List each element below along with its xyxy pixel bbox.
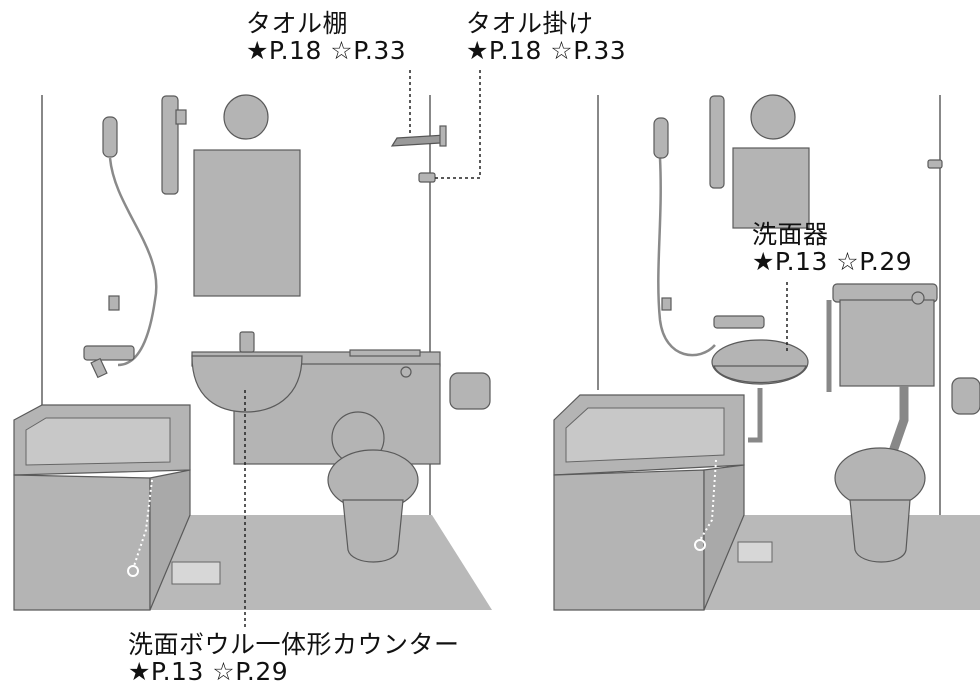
label-washbasin-ref: ★P.13 ☆P.29: [752, 247, 913, 276]
leader-towel-bar: [435, 70, 481, 179]
plug-chain: [133, 479, 153, 567]
shower-hose: [108, 157, 158, 367]
bathtub-side: [149, 469, 191, 611]
r-plug-chain: [699, 459, 717, 541]
bath-spout: [90, 357, 108, 379]
right-bathroom: [553, 94, 980, 611]
r-toilet-pedestal: [849, 499, 911, 563]
grab-rail: [161, 95, 179, 195]
label-towel-bar: タオル掛け ★P.18 ☆P.33: [466, 10, 626, 64]
r-basin-drainpipe: [748, 388, 763, 443]
label-towel-bar-ref: ★P.18 ☆P.33: [466, 36, 627, 65]
label-washbasin-name: 洗面器: [752, 220, 829, 249]
leader-lines: [244, 70, 788, 628]
r-bathtub-apron: [553, 469, 705, 611]
r-towel-bar-icon: [927, 159, 943, 169]
label-integrated-counter-name: 洗面ボウル一体形カウンター: [128, 630, 460, 659]
cabinet-knob: [400, 366, 412, 378]
shower-head-icon: [102, 116, 118, 158]
r-floor-drain: [737, 541, 773, 563]
basin-faucet-icon: [239, 331, 255, 353]
towel-shelf-icon: [390, 134, 447, 147]
r-shower-hose: [657, 157, 716, 357]
label-integrated-counter-ref: ★P.13 ☆P.29: [128, 657, 289, 686]
r-basin-faucet-icon: [713, 315, 765, 329]
bathtub-inner: [25, 417, 171, 466]
r-toilet-tank-body: [839, 299, 935, 387]
bath-faucet-icon: [83, 345, 135, 361]
towel-bar-icon: [418, 172, 436, 183]
r-bathtub-inner: [565, 407, 725, 463]
drain-plug-icon: [127, 565, 139, 577]
shelf-bracket: [439, 125, 447, 147]
left-bathroom: [13, 94, 492, 611]
ceiling-light-icon: [223, 94, 269, 140]
bathtub-apron: [13, 474, 151, 611]
label-washbasin: 洗面器 ★P.13 ☆P.29: [752, 221, 912, 275]
r-ceiling-light-icon: [750, 94, 796, 140]
r-tank-flush-pipe: [885, 386, 909, 462]
r-mirror: [732, 147, 810, 229]
paper-holder-icon: [449, 372, 491, 410]
floor-drain: [171, 561, 221, 585]
mirror: [193, 149, 301, 297]
label-towel-bar-name: タオル掛け: [466, 9, 594, 38]
r-shower-hook: [661, 297, 672, 311]
r-grab-rail: [709, 95, 725, 189]
shower-hook: [108, 295, 120, 311]
r-basin-bowl: [713, 365, 807, 384]
toilet-pedestal: [342, 499, 404, 563]
label-towel-shelf: タオル棚 ★P.18 ☆P.33: [246, 10, 406, 64]
r-drain-plug-icon: [694, 539, 706, 551]
r-tank-lever: [911, 291, 925, 305]
r-toilet-seat: [834, 447, 926, 509]
r-shower-head-icon: [653, 117, 669, 159]
label-integrated-counter: 洗面ボウル一体形カウンター ★P.13 ☆P.29: [128, 631, 460, 685]
r-paper-holder-icon: [951, 377, 980, 415]
counter-lid: [349, 349, 421, 357]
rail-bracket: [175, 109, 187, 125]
integrated-basin: [191, 355, 303, 413]
label-towel-shelf-name: タオル棚: [246, 9, 349, 38]
label-towel-shelf-ref: ★P.18 ☆P.33: [246, 36, 407, 65]
